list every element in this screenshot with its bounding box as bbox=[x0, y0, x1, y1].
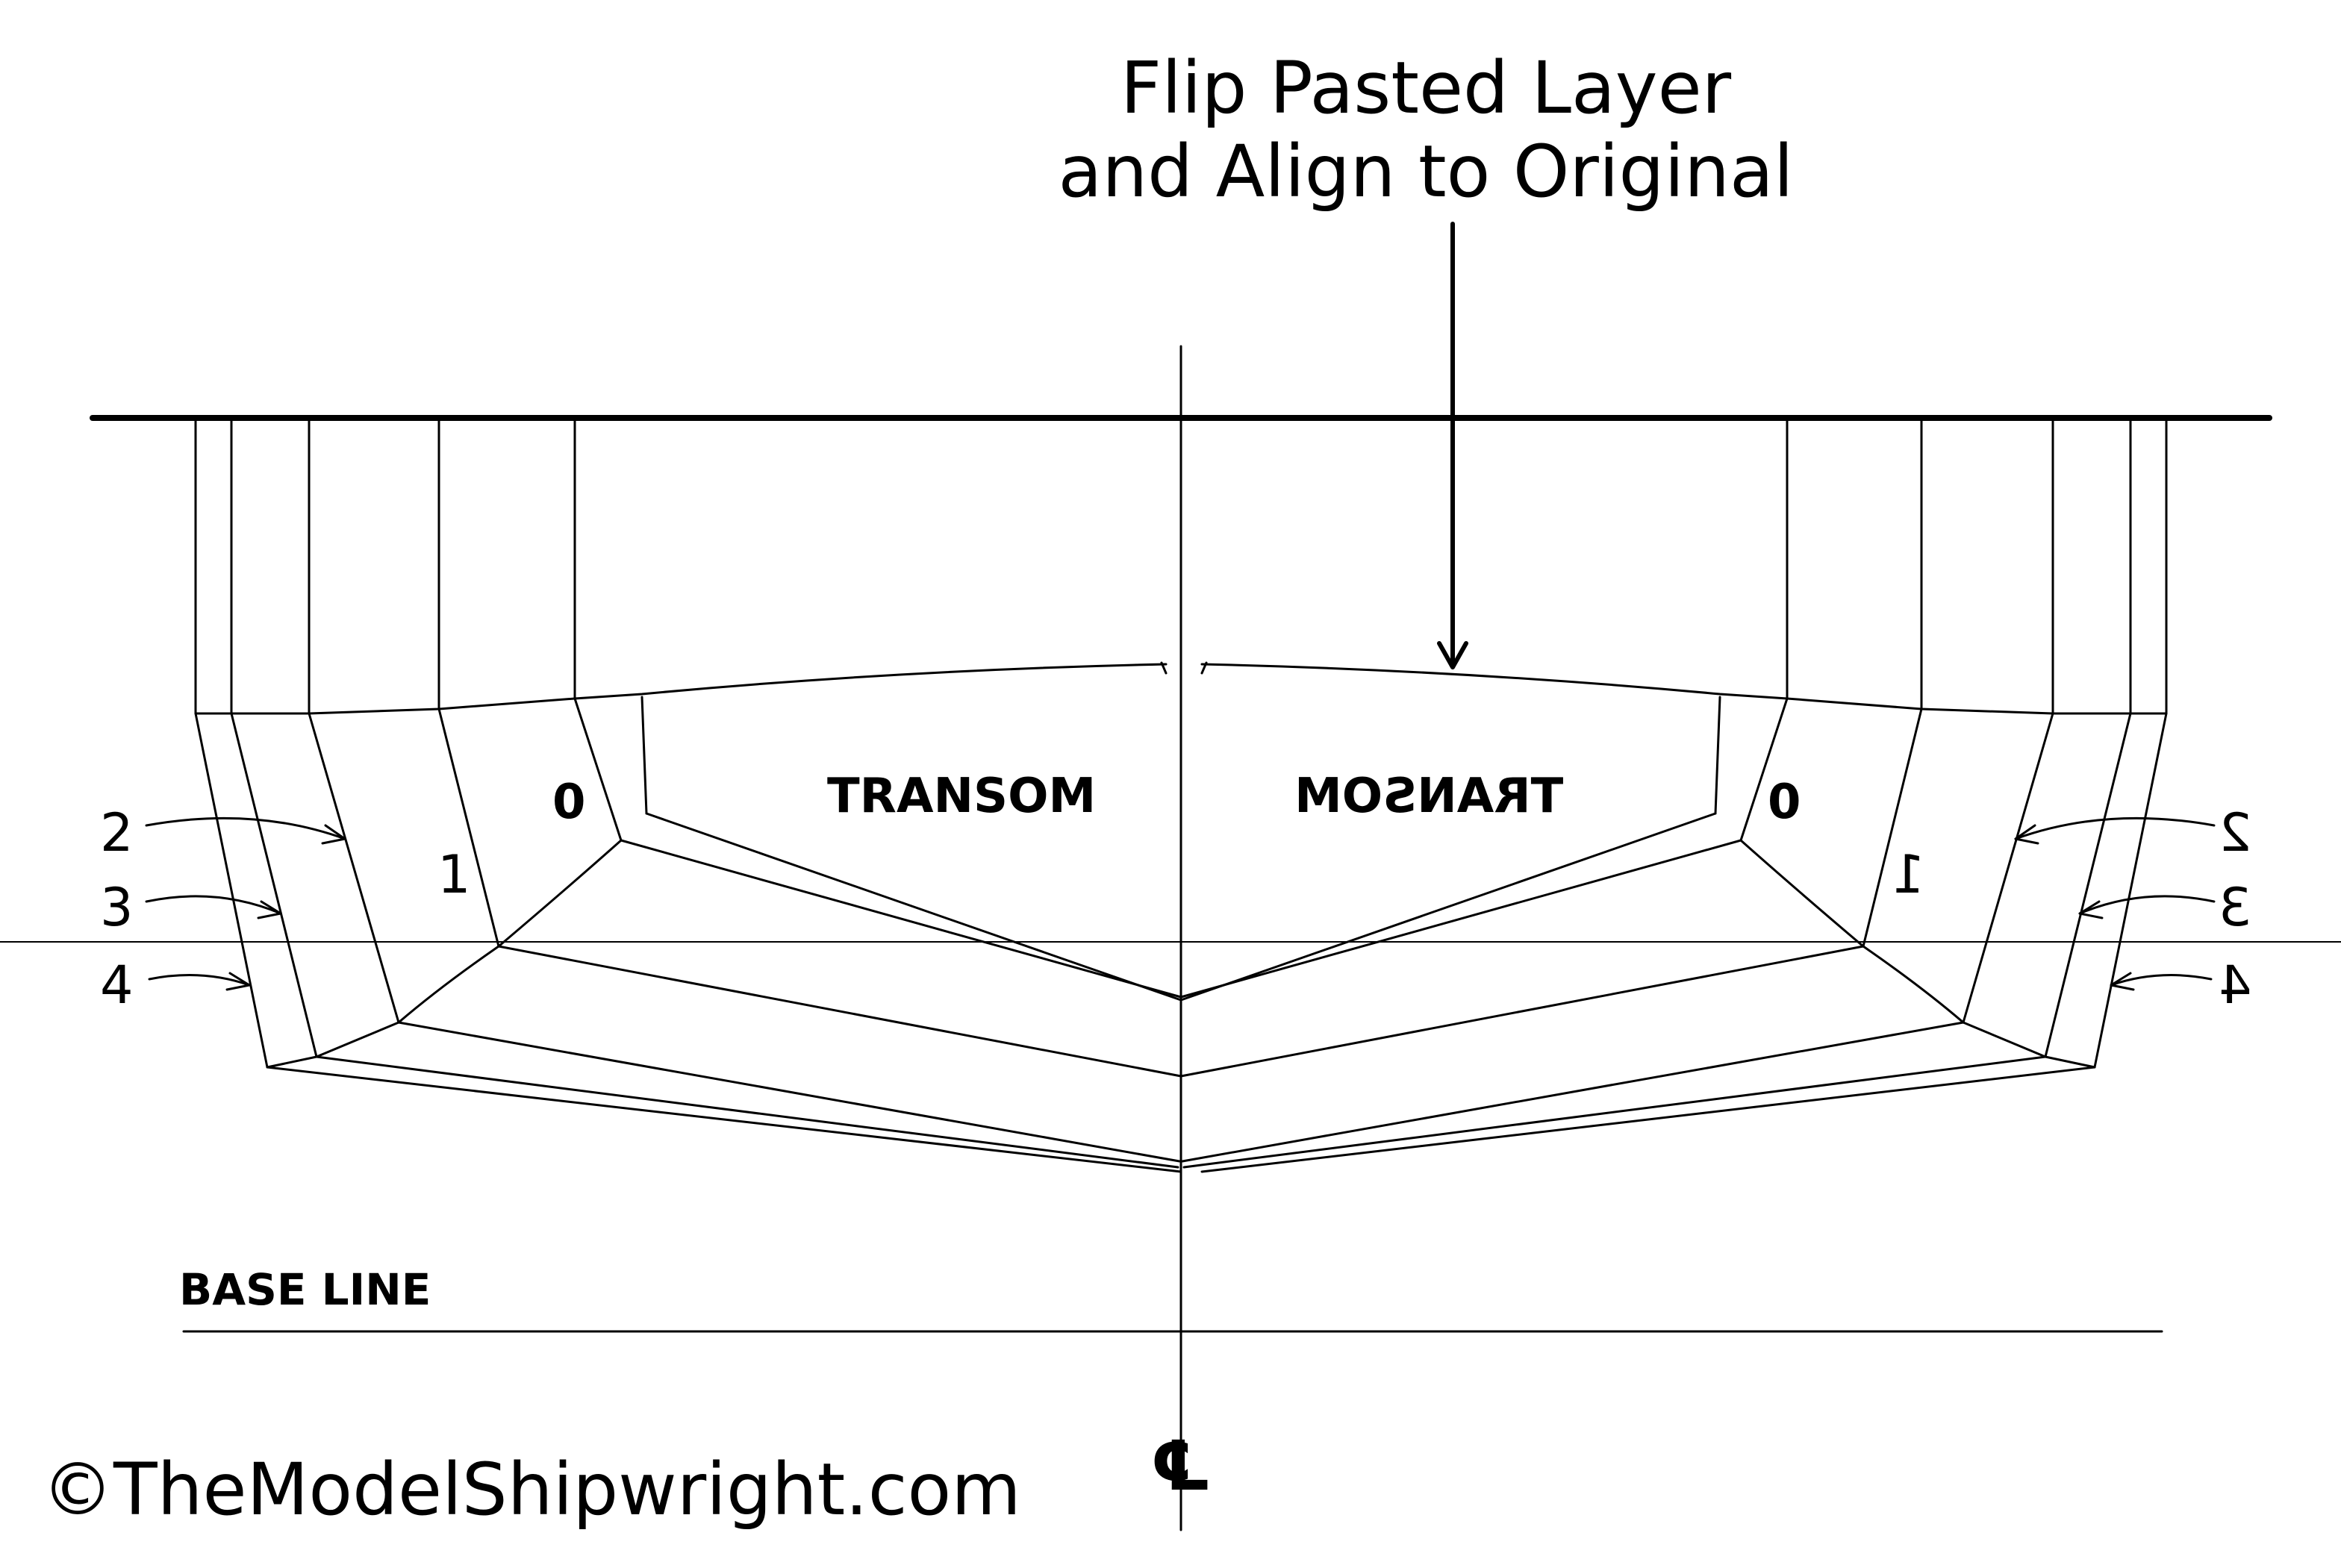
station-1-label-left: 1 bbox=[437, 844, 471, 905]
base-line-label: BASE LINE bbox=[179, 1264, 431, 1315]
flip-arrow bbox=[1437, 222, 1468, 669]
waterline-2-label-right: 2 bbox=[2219, 802, 2252, 863]
copyright-notice: ©TheModelShipwright.com bbox=[42, 1448, 1021, 1531]
original-layer-left bbox=[194, 418, 1182, 1173]
waterline-4-label-left: 4 bbox=[100, 955, 134, 1016]
caption-line-2: and Align to Original bbox=[1058, 130, 1794, 213]
leader-arrows-left bbox=[145, 816, 346, 991]
centerline-symbol: ℄ bbox=[1150, 1426, 1212, 1506]
caption-line-1: Flip Pasted Layer bbox=[1120, 46, 1732, 130]
waterline-3-label-left: 3 bbox=[100, 877, 134, 938]
station-1-label-right: 1 bbox=[1892, 844, 1925, 905]
station-0-label-left: 0 bbox=[552, 775, 586, 830]
transom-label-right: TRANSOM bbox=[1294, 769, 1563, 824]
station-0-label-right: 0 bbox=[1768, 775, 1801, 830]
waterline-4-label-right: 4 bbox=[2219, 955, 2252, 1016]
waterline-2-label-left: 2 bbox=[100, 802, 134, 863]
flip-instruction-caption: Flip Pasted Layer and Align to Original bbox=[829, 46, 2023, 213]
transom-label-left: TRANSOM bbox=[827, 769, 1096, 824]
flipped-layer-right bbox=[1179, 418, 2168, 1173]
waterline-3-label-right: 3 bbox=[2219, 877, 2252, 938]
leader-arrows-right bbox=[2014, 816, 2216, 991]
